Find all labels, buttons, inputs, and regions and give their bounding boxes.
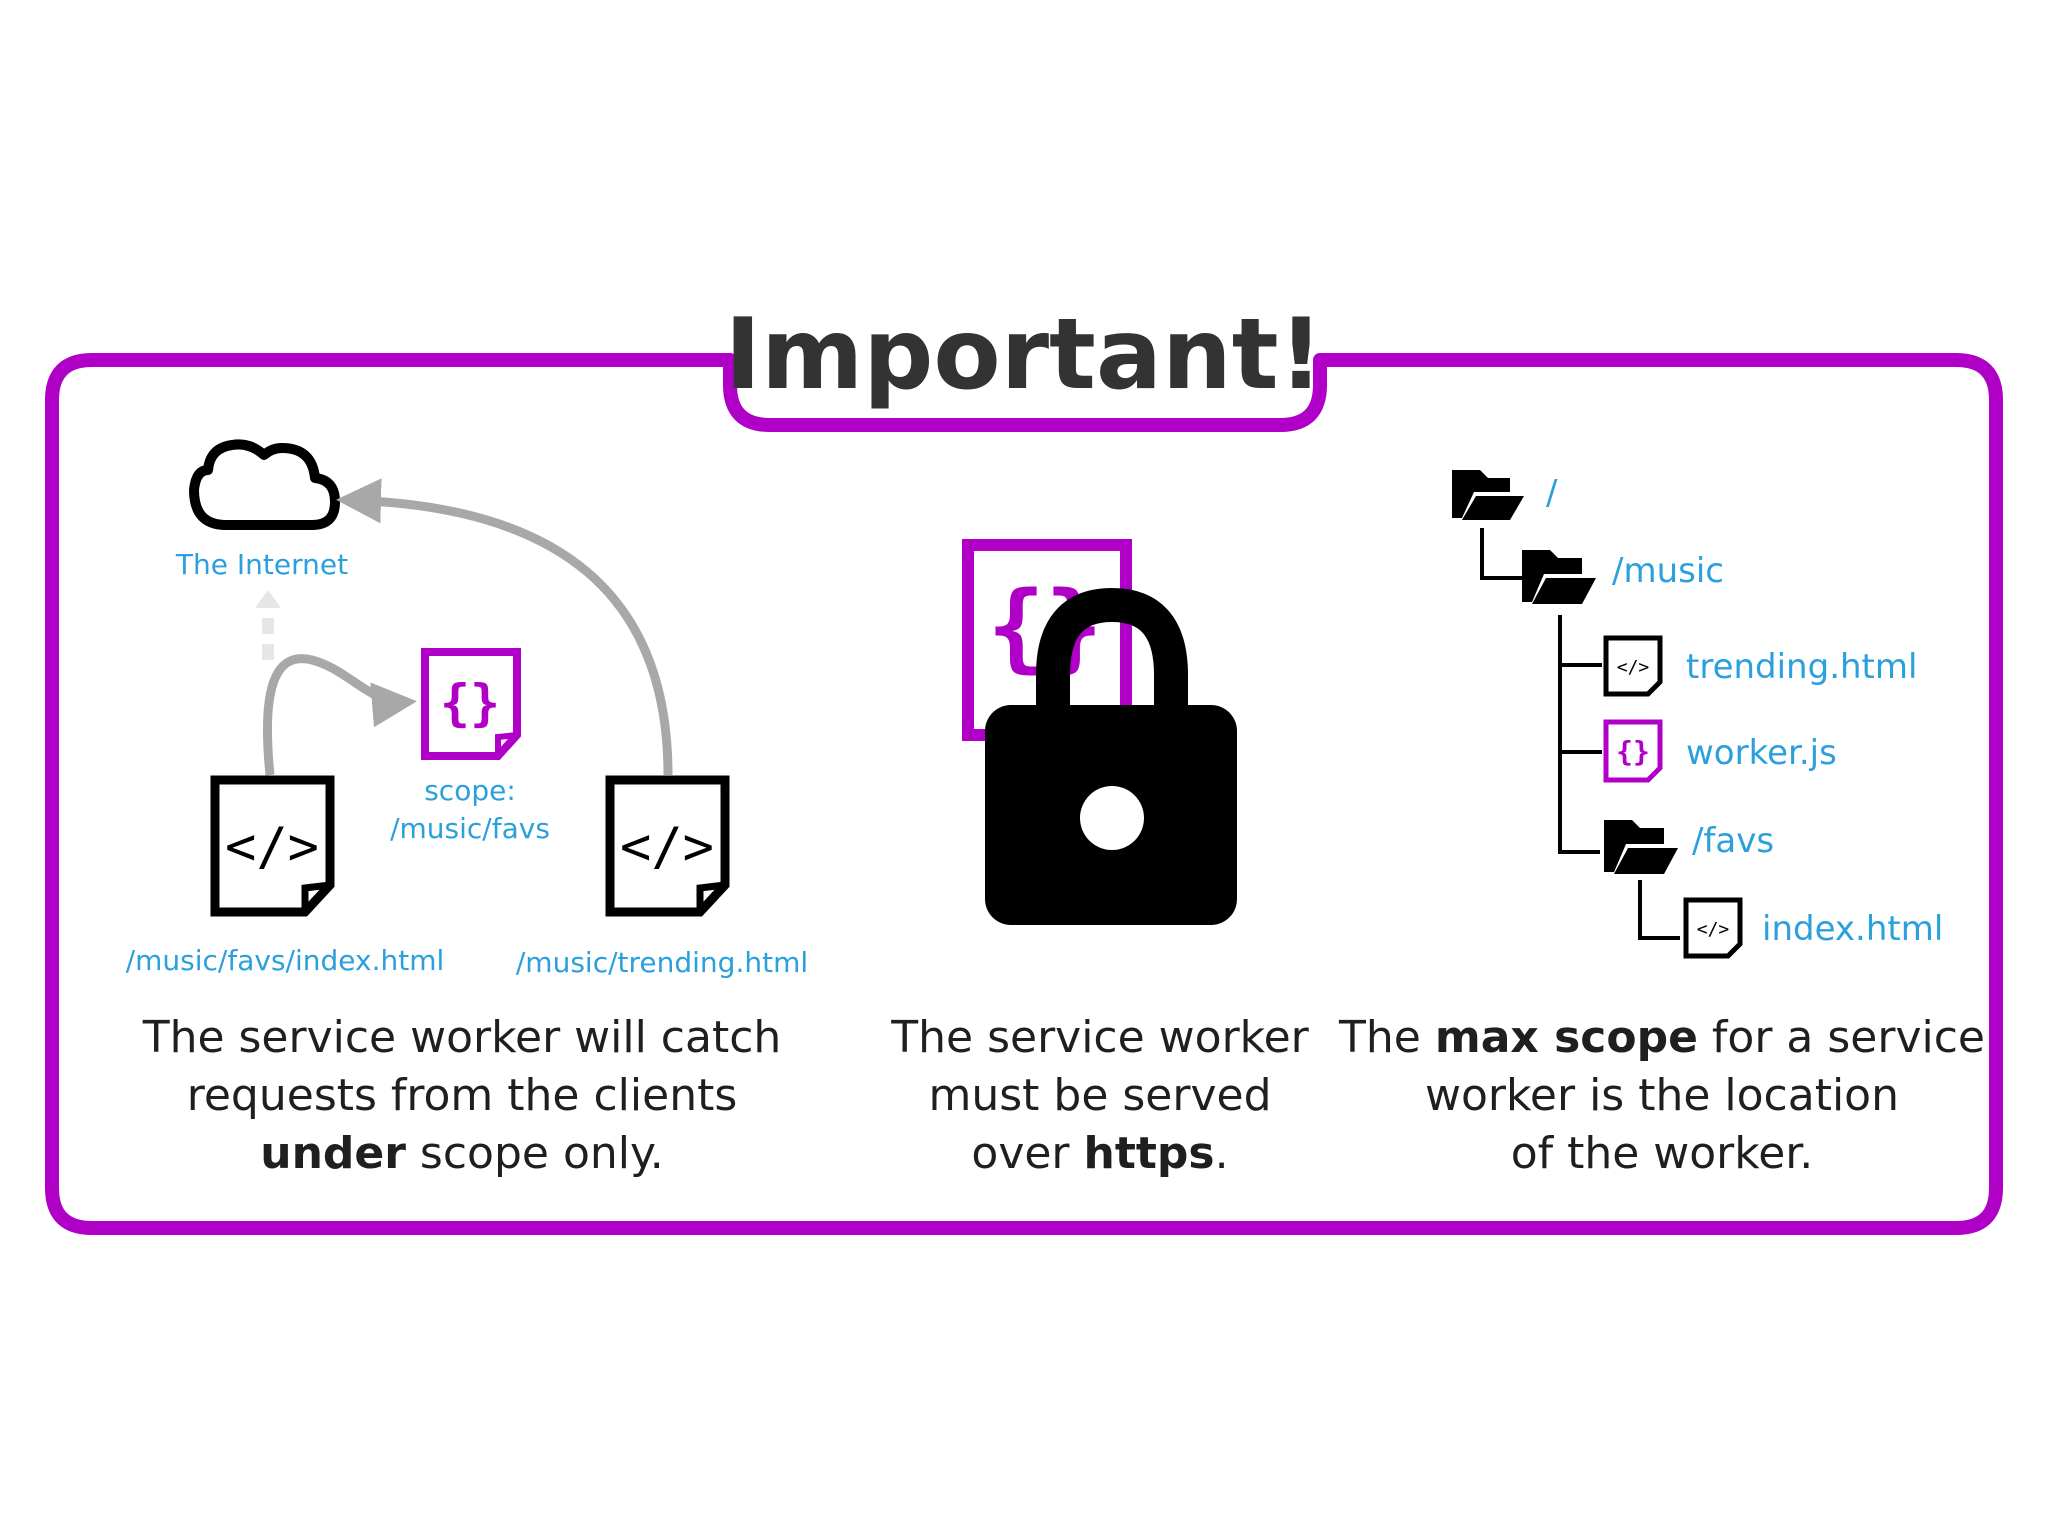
tree-root-label: / <box>1546 473 1558 513</box>
tree-trending-label: trending.html <box>1686 647 1917 687</box>
tree-line-favs <box>1638 880 1680 940</box>
client-page-fold-a <box>301 881 331 912</box>
right-caption-post: for a service <box>1698 1012 1985 1063</box>
folder-icon-root <box>1452 470 1524 520</box>
folder-icon-music <box>1522 550 1596 604</box>
client-b-label: /music/trending.html <box>516 946 808 979</box>
tree-line-root <box>1480 528 1522 580</box>
network-arrow <box>336 478 673 776</box>
scope-label-line1: scope: <box>424 774 516 807</box>
worker-file-braces: {} <box>1616 735 1650 768</box>
html-file-icon-trending <box>1603 635 1663 697</box>
lock-shackle <box>1036 587 1188 720</box>
html-file-icon-index <box>1683 897 1743 959</box>
right-caption-line1: The max scope for a service <box>1338 1012 1985 1063</box>
client-page-icon-a <box>210 775 335 917</box>
middle-caption-line1: The service worker <box>890 1012 1309 1063</box>
left-caption-bold: under <box>260 1128 406 1179</box>
folder-icon-favs <box>1604 820 1678 874</box>
tree-worker-label: worker.js <box>1686 733 1837 773</box>
worker-file-icon <box>1603 719 1663 783</box>
middle-caption-bold: https <box>1084 1128 1215 1179</box>
tree-music-label: /music <box>1612 551 1724 591</box>
tree-favs-label: /favs <box>1692 821 1774 861</box>
middle-caption-line3: over https. <box>971 1128 1228 1179</box>
scope-label-line2: /music/favs <box>390 812 550 845</box>
tree-index-label: index.html <box>1762 909 1943 949</box>
client-page-icon-b <box>605 775 730 917</box>
lock-keyhole <box>1080 786 1144 850</box>
scope-worker-icon <box>421 648 521 760</box>
blocked-arrow-head <box>255 590 281 608</box>
left-panel: The Internet {} scope: /music/favs </> <… <box>126 439 808 1179</box>
left-caption-line2: requests from the clients <box>187 1070 738 1121</box>
scope-worker-braces: {} <box>440 674 500 732</box>
middle-caption-post: . <box>1215 1128 1229 1179</box>
right-caption-pre: The <box>1338 1012 1435 1063</box>
left-caption-line1: The service worker will catch <box>142 1012 782 1063</box>
tree-line-music <box>1558 615 1600 854</box>
middle-panel: {} The service worker must be served ove… <box>890 539 1310 1179</box>
right-caption-line3: of the worker. <box>1511 1128 1814 1179</box>
right-caption-bold: max scope <box>1435 1012 1698 1063</box>
left-caption-line3: under scope only. <box>260 1128 663 1179</box>
client-page-code-a: </> <box>225 817 319 877</box>
page-title: Important! <box>725 298 1324 412</box>
client-page-fold-b <box>696 881 726 912</box>
internet-label: The Internet <box>175 548 348 581</box>
html-file-code-index: </> <box>1697 919 1730 940</box>
client-a-label: /music/favs/index.html <box>126 944 445 977</box>
left-caption-rest: scope only. <box>406 1128 664 1179</box>
right-panel: / /music </> trending.html {} worker.js … <box>1338 470 1985 1179</box>
right-caption-line2: worker is the location <box>1425 1070 1899 1121</box>
client-page-code-b: </> <box>620 817 714 877</box>
html-file-code-trending: </> <box>1617 657 1650 678</box>
scope-worker-fold <box>495 732 518 756</box>
middle-caption-pre: over <box>971 1128 1083 1179</box>
intercept-arrow <box>262 654 417 776</box>
middle-caption-line2: must be served <box>928 1070 1271 1121</box>
cloud-icon <box>189 439 340 530</box>
